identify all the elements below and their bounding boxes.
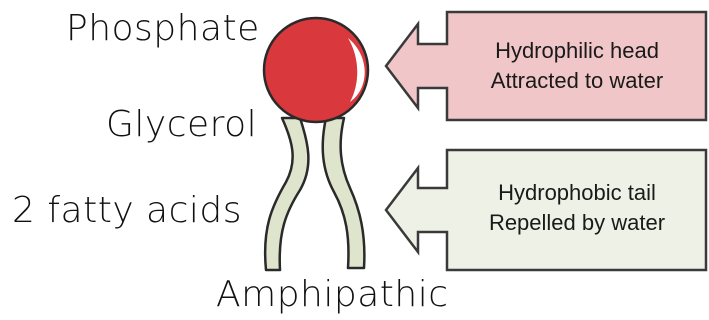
amphipathic-label: Amphipathic	[216, 274, 449, 315]
tail-box-line1: Hydrophobic tail	[452, 178, 702, 208]
tail-box-text: Hydrophobic tail Repelled by water	[452, 178, 702, 238]
fatty-acid-tail-left	[265, 118, 308, 270]
phosphate-head	[264, 18, 368, 122]
fatty-acid-tail-right	[323, 118, 365, 268]
head-box-line1: Hydrophilic head	[452, 36, 702, 66]
phosphate-label: Phosphate	[66, 8, 260, 49]
glycerol-label: Glycerol	[106, 104, 257, 145]
head-box-text: Hydrophilic head Attracted to water	[452, 36, 702, 96]
fatty-acids-label: 2 fatty acids	[12, 190, 242, 231]
head-box-line2: Attracted to water	[452, 66, 702, 96]
tail-box-line2: Repelled by water	[452, 208, 702, 238]
